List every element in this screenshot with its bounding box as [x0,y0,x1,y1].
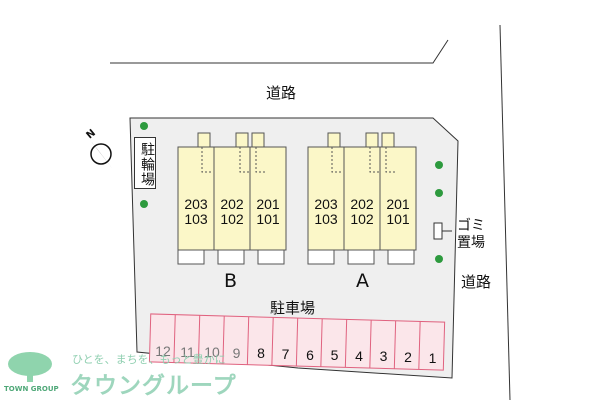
unit-number: 203 103 [184,196,208,227]
parking-label: 駐車場 [270,299,316,317]
tree-icon [435,161,443,169]
road-label-top: 道路 [266,84,297,102]
road-line-right [499,24,511,400]
parking-row [148,313,446,371]
parking-space-number: 2 [404,349,412,365]
logo-tagline: ひとを、まちを、もっと豊かに [72,353,226,366]
parking-space-number: 3 [379,348,388,365]
tree-icon [140,122,148,130]
building-a-label: A [356,270,369,292]
parking-space-number: 12 [155,343,171,359]
tree-icon [435,189,443,197]
parking-space-number: 11 [180,343,195,360]
parking-space-number: 8 [257,345,265,362]
building-a [307,132,417,265]
bike-parking-label: 駐輪場 [134,137,156,189]
parking-space-number: 4 [355,347,363,364]
road-line-top [110,39,449,64]
garbage-area-box [433,222,443,240]
unit-b-203 [177,146,215,251]
unit-a-203 [307,146,345,251]
tree-icon [140,200,148,208]
parking-space-number: 6 [306,346,314,363]
building-b [177,132,287,265]
building-b-label: B [224,270,238,292]
unit-number: 203 103 [314,196,338,227]
compass-icon [90,140,112,168]
parking-space-number: 10 [204,344,220,361]
unit-a-202 [343,146,381,251]
garbage-area-label: ゴミ置場 [457,218,485,251]
unit-number: 201 101 [386,196,410,227]
unit-number: 201 101 [256,196,280,227]
logo-small-text: TOWN GROUP [4,385,59,393]
tree-icon [435,255,443,263]
trees [140,122,443,263]
parking-space-number: 1 [428,349,437,366]
parking-space-number: 7 [281,346,290,362]
unit-number: 202 102 [220,196,244,227]
logo-brand: タウングループ [70,373,237,399]
parking-space-number: 5 [330,347,339,364]
road-label-right: 道路 [461,273,492,291]
parking-space-number: 9 [232,344,241,361]
unit-number: 202 102 [350,196,374,227]
logo-tree-icon [0,348,60,400]
